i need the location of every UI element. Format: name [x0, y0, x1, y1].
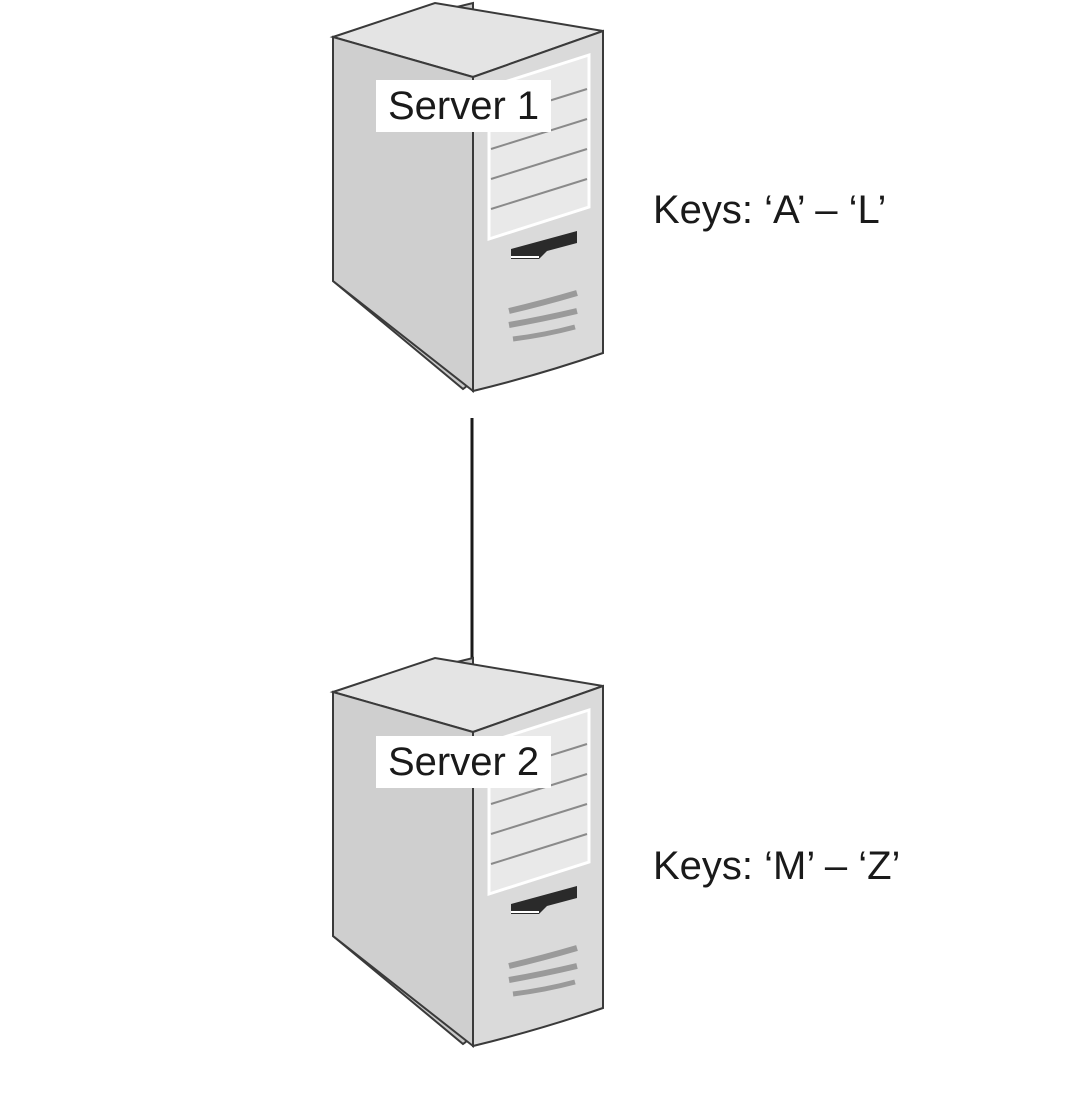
server-2-key-range: Keys: ‘M’ – ‘Z’	[653, 844, 901, 888]
server-tower-icon	[333, 3, 603, 391]
server-tower-icon	[333, 658, 603, 1046]
server-2-label: Server 2	[376, 736, 552, 788]
server-1-label: Server 1	[376, 80, 552, 132]
server-1-key-range: Keys: ‘A’ – ‘L’	[653, 188, 887, 232]
